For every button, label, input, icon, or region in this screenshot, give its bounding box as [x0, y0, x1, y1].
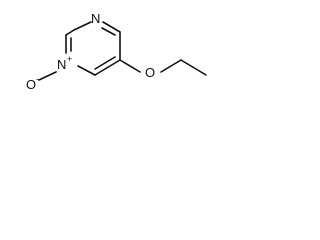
bond-n-o-diagonal — [38, 71, 57, 81]
bond-c4-n3 — [77, 65, 96, 76]
structure-diagram: N N + O - O — [26, 11, 207, 92]
charge-minus: - — [36, 74, 39, 84]
bond-ch2-ch3 — [180, 59, 207, 76]
atom-n-oxide: N — [57, 57, 66, 72]
bond-n1-c6-double — [101, 27, 116, 36]
atom-labels: N N + O - O — [26, 11, 155, 92]
bond-n1-c2 — [73, 21, 92, 31]
bond-c5-c4-double — [94, 56, 116, 70]
atom-o-ether: O — [145, 65, 155, 80]
bond-o-ch2 — [160, 59, 182, 73]
substituent-bonds — [119, 59, 207, 76]
atom-n-top: N — [91, 11, 100, 26]
bond-c5-c4 — [94, 59, 121, 76]
bond-c2-c2b — [65, 29, 75, 36]
charge-plus: + — [67, 54, 72, 64]
atom-o-oxide: O — [26, 77, 36, 92]
bond-c5-ether-o — [119, 59, 141, 73]
bond-n1-c6 — [102, 21, 121, 33]
ring-bonds — [65, 21, 121, 76]
